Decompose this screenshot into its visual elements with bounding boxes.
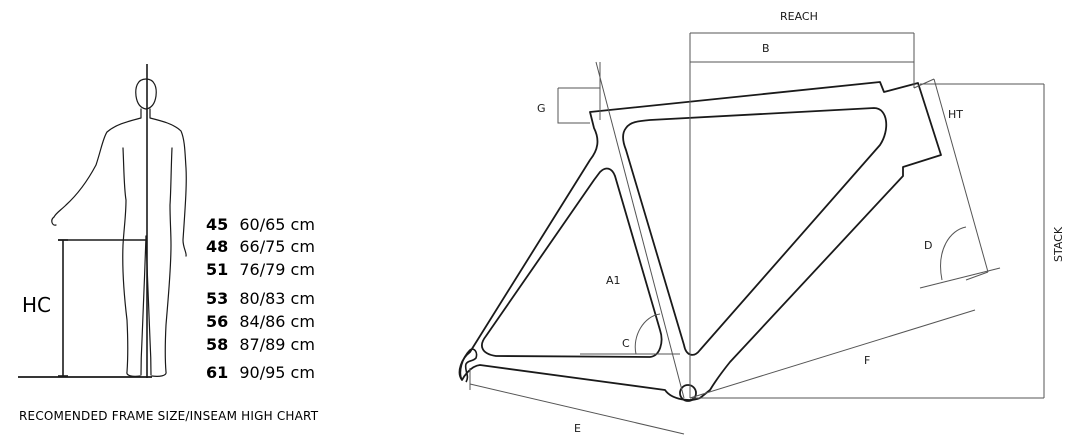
rider-figure <box>51 78 187 377</box>
seat-tube-extension-label: G <box>537 102 546 115</box>
chart-caption: RECOMENDED FRAME SIZE/INSEAM HIGH CHART <box>19 409 319 423</box>
hc-measurement <box>18 239 152 378</box>
stack-label: STACK <box>1052 226 1065 262</box>
frame-outline <box>458 81 942 402</box>
size-row: 58 87/89 cm <box>206 335 315 354</box>
top-tube-label: B <box>762 42 770 55</box>
size-row: 53 80/83 cm <box>206 289 315 308</box>
hc-label: HC <box>22 293 51 317</box>
reach-label: REACH <box>780 10 818 23</box>
geometry-labels: REACH B G HT A1 C D E F STACK <box>537 10 1065 435</box>
geometry-lines <box>469 32 1045 435</box>
rear-dropout <box>459 348 478 383</box>
size-row: 61 90/95 cm <box>206 363 315 382</box>
chainstay-label: E <box>574 422 581 435</box>
head-tube-label: HT <box>948 108 963 121</box>
size-table: 45 60/65 cm 48 66/75 cm 51 76/79 cm 53 8… <box>206 215 315 382</box>
seat-tube-label: A1 <box>606 274 621 287</box>
size-row: 51 76/79 cm <box>206 260 315 279</box>
front-center-label: F <box>864 354 870 367</box>
size-row: 45 60/65 cm <box>206 215 315 234</box>
head-angle-label: D <box>924 239 932 252</box>
seat-angle-label: C <box>622 337 630 350</box>
size-row: 48 66/75 cm <box>206 237 315 256</box>
size-row: 56 84/86 cm <box>206 312 315 331</box>
